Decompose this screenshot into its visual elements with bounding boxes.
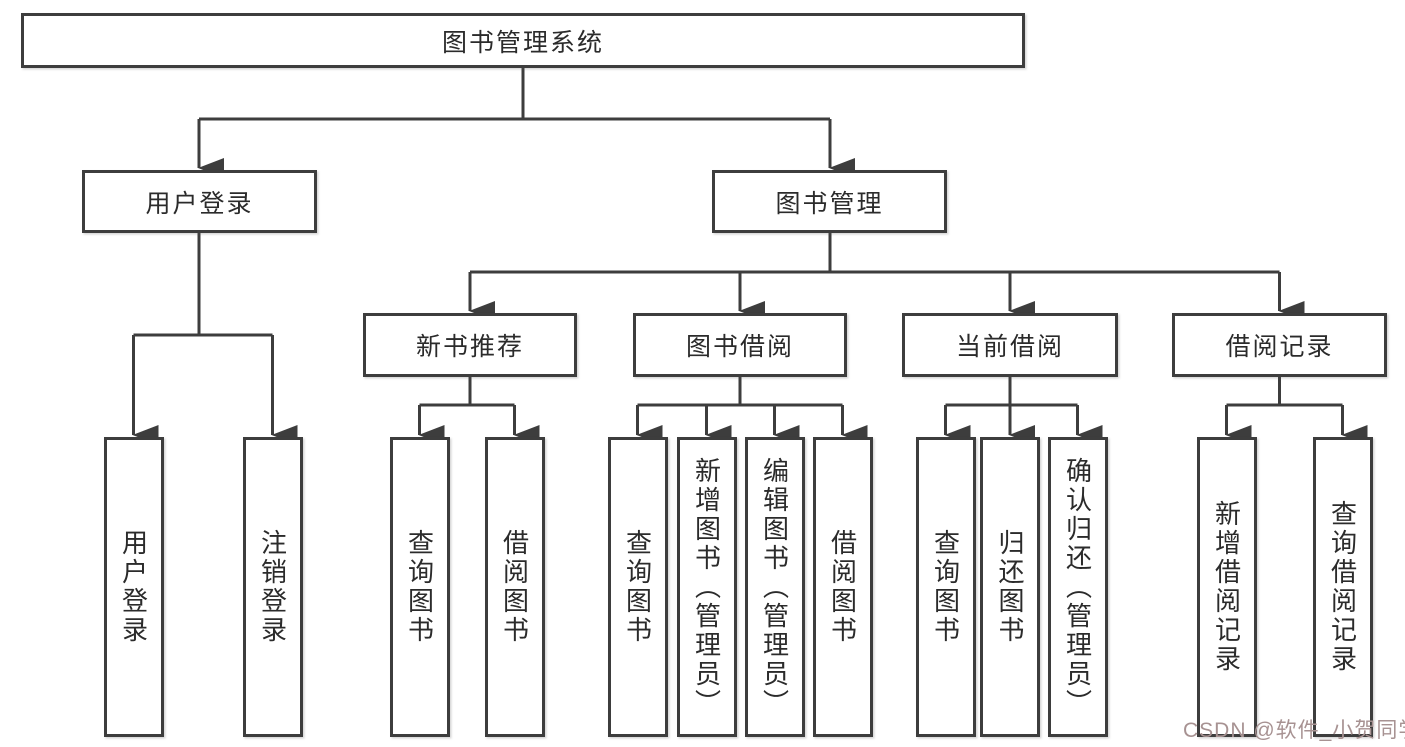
leaf-return-book: 归还图书 [980,437,1040,737]
node-user-login: 用户登录 [82,170,317,233]
leaf-user-login: 用户登录 [103,437,164,737]
leaf-borrow-book-1: 借阅图书 [484,437,545,737]
leaf-add-borrow-record: 新增借阅记录 [1196,437,1257,737]
node-new-book-recommend: 新书推荐 [363,313,577,377]
leaf-query-book-3: 查询图书 [915,437,976,737]
leaf-logout: 注销登录 [242,437,303,737]
csdn-watermark: CSDN @软件_小贺同学 [1183,719,1405,742]
node-current-borrow: 当前借阅 [902,313,1118,377]
leaf-add-book-admin: 新增图书（管理员） [676,437,737,737]
leaf-query-book-2: 查询图书 [607,437,668,737]
leaf-query-borrow-record: 查询借阅记录 [1312,437,1373,737]
node-book-borrow: 图书借阅 [633,313,847,377]
leaf-borrow-book-2: 借阅图书 [812,437,873,737]
node-root-system: 图书管理系统 [21,13,1025,68]
node-book-management: 图书管理 [712,170,947,233]
leaf-query-book-1: 查询图书 [389,437,450,737]
leaf-edit-book-admin: 编辑图书（管理员） [744,437,805,737]
leaf-confirm-return-admin: 确认归还（管理员） [1047,437,1108,737]
node-borrow-record: 借阅记录 [1172,313,1387,377]
